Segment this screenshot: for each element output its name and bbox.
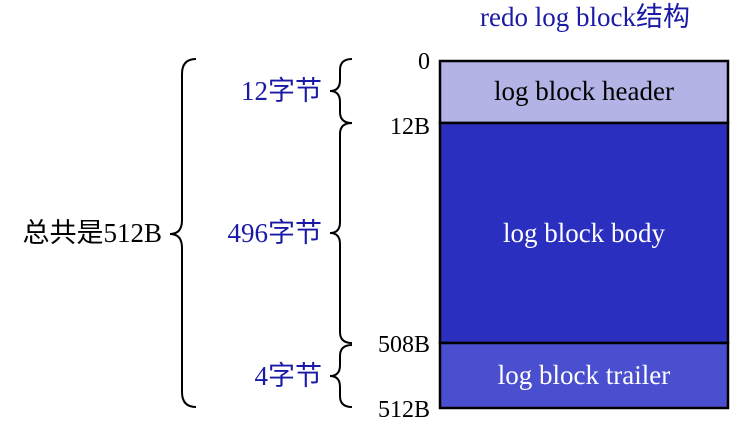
header-size-brace [329, 58, 353, 124]
trailer-size-brace [329, 344, 353, 408]
header-size-label: 12字节 [241, 76, 322, 106]
offset-508b: 508B [378, 332, 430, 358]
body-size-brace [329, 122, 353, 344]
offset-12b: 12B [390, 114, 430, 140]
trailer-size-label: 4字节 [255, 361, 323, 391]
trailer-section [438, 341, 730, 410]
offset-0: 0 [418, 49, 430, 75]
diagram-title: redo log block结构 [480, 2, 690, 32]
header-section-label: log block header [494, 76, 674, 106]
trailer-section-label: log block trailer [498, 360, 670, 390]
body-section [438, 121, 730, 345]
total-size-brace [169, 58, 197, 408]
body-size-label: 496字节 [228, 218, 323, 248]
body-section-label: log block body [503, 218, 665, 248]
header-section [438, 59, 730, 125]
total-size-label: 总共是512B [22, 218, 162, 248]
offset-512b: 512B [378, 397, 430, 423]
